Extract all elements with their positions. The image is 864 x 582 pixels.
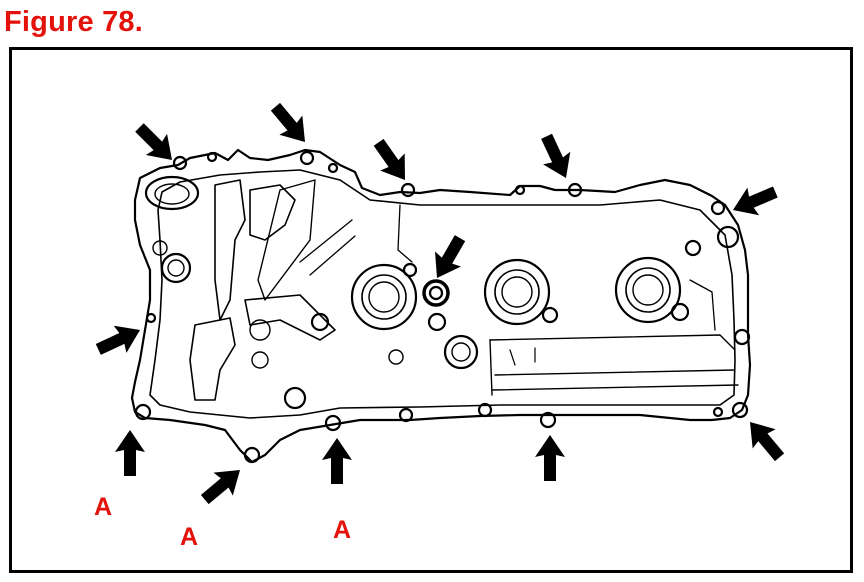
arrow-icon <box>535 435 565 481</box>
spark-plug-tubes <box>350 256 682 331</box>
oil-filler <box>144 175 200 211</box>
cover-body <box>130 148 752 464</box>
arrow-icon <box>424 230 473 286</box>
arrow-icon <box>195 458 250 512</box>
figure-title: Figure 78. <box>4 6 143 38</box>
callout-label-a: A <box>94 493 112 521</box>
figure-frame <box>9 47 853 573</box>
cover-inner-outline <box>149 169 736 419</box>
arrow-icon <box>322 438 352 484</box>
arrow-icon <box>532 129 580 185</box>
arrow-icon <box>366 133 418 189</box>
arrow-icon <box>115 430 145 476</box>
callout-label-a: A <box>333 516 351 544</box>
arrow-icon <box>263 97 317 152</box>
arrow-icon <box>91 316 147 364</box>
perimeter-bolts <box>134 150 749 464</box>
cover-outline <box>130 148 752 464</box>
arrow-icon <box>727 178 782 224</box>
arrow-icon <box>738 412 792 467</box>
callout-label-a: A <box>180 523 198 551</box>
